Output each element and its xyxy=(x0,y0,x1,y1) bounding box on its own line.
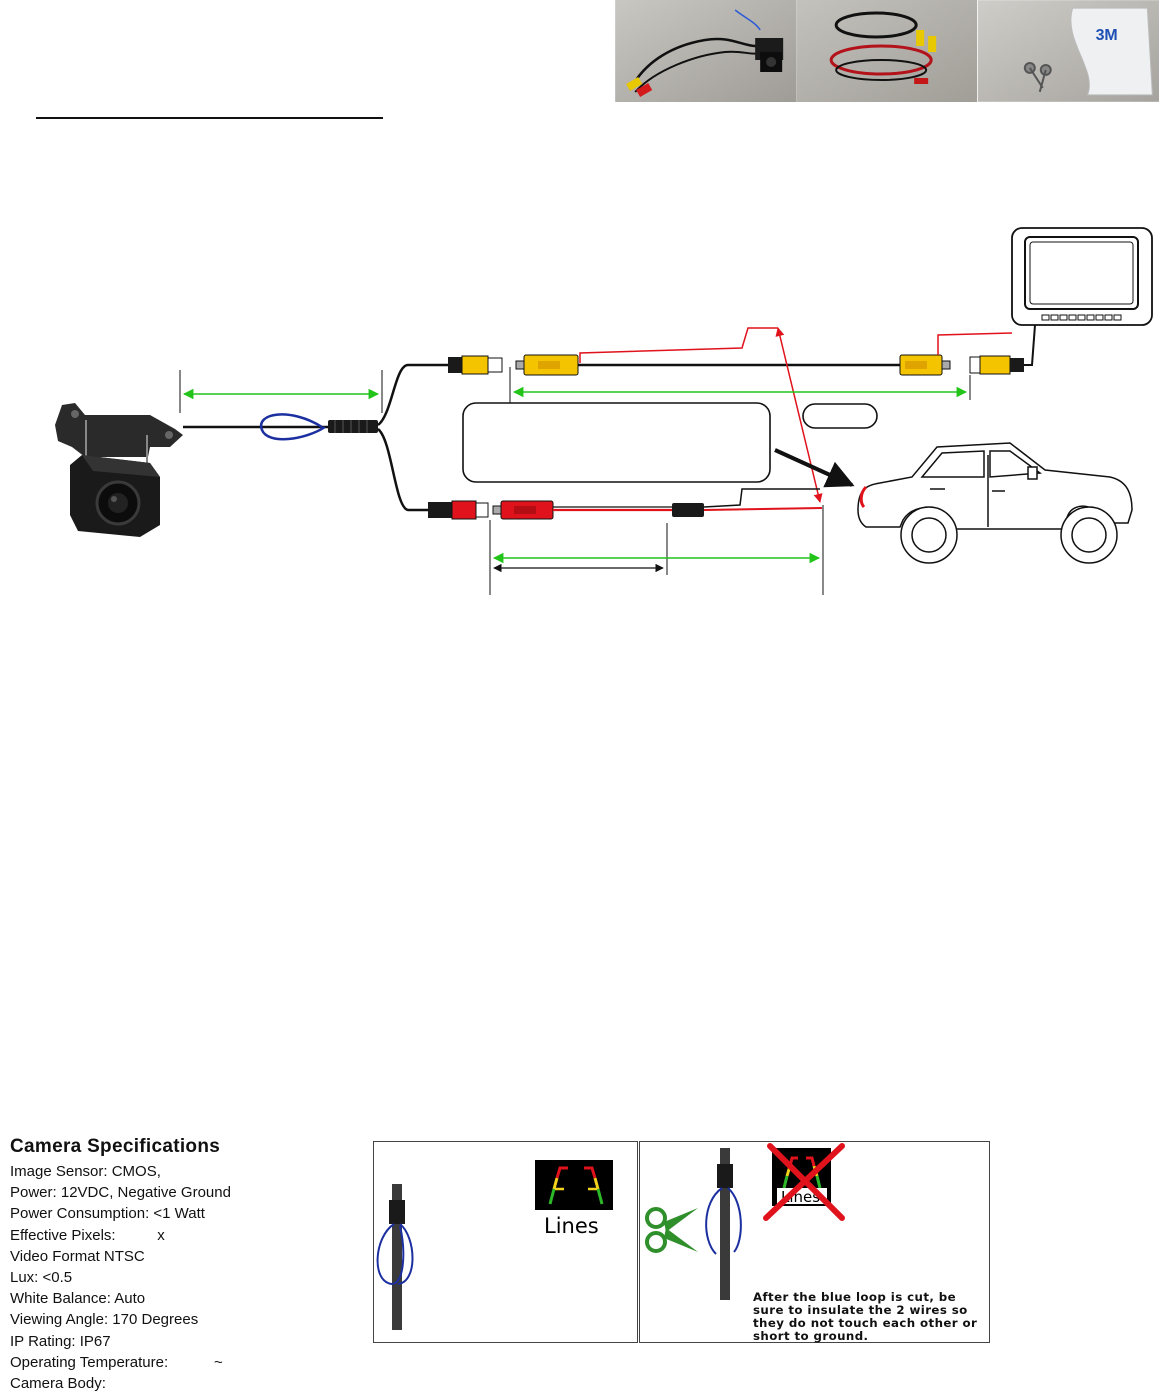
splitter-housing xyxy=(328,420,378,433)
camera-power-rca-female xyxy=(428,500,489,520)
camera-video-rca-female xyxy=(448,355,503,375)
spec-row: Image Sensor: CMOS, xyxy=(10,1163,161,1180)
trigger-wire xyxy=(579,327,778,363)
small-callout-bubble xyxy=(802,403,878,429)
pointer-arrow xyxy=(774,448,855,488)
backup-camera-icon xyxy=(55,403,183,537)
spec-row: IP Rating: IP67 xyxy=(10,1332,111,1350)
scissors-icon xyxy=(645,1207,698,1253)
photo-power-and-video-cables xyxy=(796,0,978,102)
cross-out-icon xyxy=(763,1143,845,1221)
monitor-video-rca-female xyxy=(969,355,1024,375)
photo-camera-with-rca-cable xyxy=(615,0,797,102)
monitor-icon xyxy=(1011,227,1153,326)
extension-video-rca-male xyxy=(515,354,579,376)
specs-title: Camera Specifications xyxy=(10,1136,221,1157)
power-cable-rca-male xyxy=(492,500,554,520)
blue-loop-wire xyxy=(259,413,326,441)
parking-lines-icon xyxy=(535,1160,613,1210)
inline-fuse xyxy=(672,503,704,517)
photo-3m-adhesive-pad-and-screws: 3M xyxy=(977,0,1159,102)
callout-bubble xyxy=(462,402,771,483)
cable-with-loop-icon xyxy=(376,1184,414,1330)
spec-row: Operating Temperature: ~ xyxy=(10,1353,223,1371)
lines-label: Lines xyxy=(544,1214,599,1238)
spec-row: Lux: <0.5 xyxy=(10,1269,73,1287)
guidelines-off-panel: Lines After the blue loop is cut, be sur… xyxy=(639,1141,990,1343)
spec-row: Camera Body: xyxy=(10,1375,106,1393)
spec-row: Power: 12VDC, Negative Ground xyxy=(10,1184,231,1202)
spec-row: Video Format NTSC xyxy=(10,1247,145,1265)
spec-row: Viewing Angle: 170 Degrees xyxy=(10,1311,199,1329)
car-icon xyxy=(857,442,1133,564)
ground-wire xyxy=(703,488,820,508)
insulation-note: After the blue loop is cut, be sure to i… xyxy=(753,1290,978,1343)
spec-row: White Balance: Auto xyxy=(10,1290,146,1308)
extension-video-rca-female xyxy=(899,354,951,376)
cut-cable-icon xyxy=(705,1148,742,1300)
camera-specifications: Camera Specifications Image Sensor: CMOS… xyxy=(10,1136,350,1394)
spec-row: Effective Pixels: x xyxy=(10,1226,165,1244)
section-title-underline xyxy=(36,117,383,119)
svg-text:3M: 3M xyxy=(1095,27,1117,44)
guidelines-on-panel: Lines xyxy=(373,1141,638,1343)
product-photos: 3M xyxy=(615,0,1159,102)
spec-row: Power Consumption: <1 Watt xyxy=(10,1205,205,1223)
wiring-diagram xyxy=(55,227,1153,595)
